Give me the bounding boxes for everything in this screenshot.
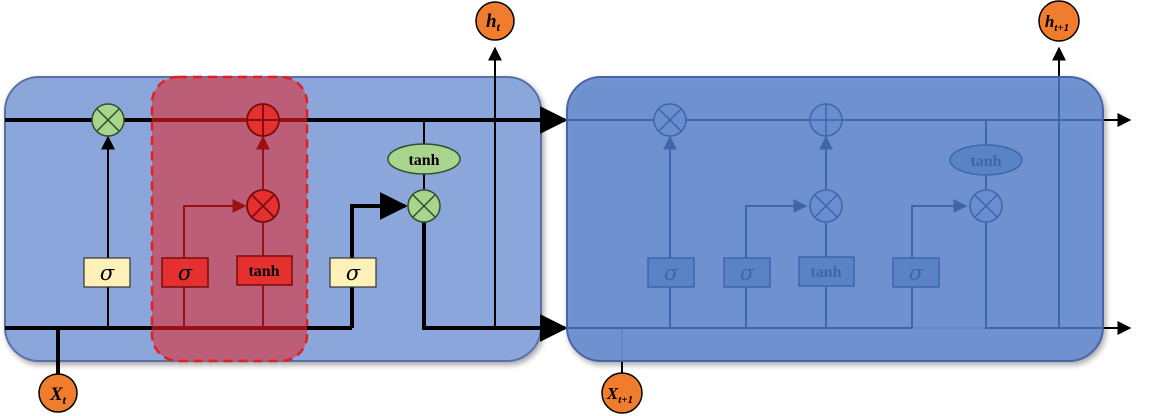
input-gate-label: σ xyxy=(178,261,193,285)
state-tanh-label: tanh xyxy=(408,152,439,169)
output-gate-label-2: σ xyxy=(909,261,924,285)
output-multiply-op xyxy=(407,189,441,223)
ht-base: h xyxy=(486,11,497,32)
forget-gate-label-2: σ xyxy=(664,261,679,285)
ht1-sub: t+1 xyxy=(1054,22,1069,34)
candidate-gate-box-2 xyxy=(798,256,855,287)
input-multiply-op xyxy=(246,189,280,223)
output-gate-box xyxy=(329,257,377,288)
forget-gate-box xyxy=(83,257,131,288)
hidden-out-inner-2 xyxy=(985,222,1103,329)
input-gate-box xyxy=(161,257,209,288)
output-ht1-node: ht+1 xyxy=(1038,0,1080,42)
lstm-cell-t-plus-1: tanh σ σ tanh σ Xt+1 ht+1 xyxy=(565,0,1132,414)
forget-multiply-op-2 xyxy=(653,103,687,137)
input-gate-box-2 xyxy=(723,257,771,288)
xt1-base: X xyxy=(606,384,619,403)
output-gate-label: σ xyxy=(346,261,361,285)
xt-sub: t xyxy=(63,393,67,407)
svg-text:ht: ht xyxy=(486,11,501,34)
input-gate-label-2: σ xyxy=(740,261,755,285)
svg-text:Xt+1: Xt+1 xyxy=(606,384,633,406)
candidate-gate-label: tanh xyxy=(248,263,279,280)
input-xt-node: Xt xyxy=(38,373,78,413)
output-multiply-op-2 xyxy=(969,189,1003,223)
candidate-gate-box xyxy=(236,255,293,286)
forget-multiply-op xyxy=(91,103,125,137)
output-ht-node: ht xyxy=(475,1,515,41)
ht-sub: t xyxy=(497,20,501,34)
lstm-cell-t: tanh σ σ tanh σ Xt ht xyxy=(4,1,568,413)
cell-add-op xyxy=(246,103,280,137)
state-tanh-label-2: tanh xyxy=(970,153,1001,170)
hidden-out-line xyxy=(422,222,568,342)
svg-text:Xt: Xt xyxy=(49,384,67,407)
input-sigma-arrow xyxy=(183,199,247,258)
input-xt1-node: Xt+1 xyxy=(601,372,643,414)
output-gate-box-2 xyxy=(892,257,940,288)
state-tanh-ellipse xyxy=(387,143,461,175)
input-multiply-op-2 xyxy=(809,189,843,223)
forget-gate-box-2 xyxy=(647,257,695,288)
xt-base: X xyxy=(49,384,64,405)
state-tanh-ellipse-2 xyxy=(949,144,1023,176)
candidate-gate-label-2: tanh xyxy=(810,264,841,281)
forget-gate-label: σ xyxy=(100,261,115,285)
cell-add-op-2 xyxy=(809,103,843,137)
ht1-base: h xyxy=(1045,12,1054,31)
input-sigma-arrow-2 xyxy=(745,199,808,258)
svg-text:ht+1: ht+1 xyxy=(1045,12,1069,34)
xt1-sub: t+1 xyxy=(618,394,633,406)
